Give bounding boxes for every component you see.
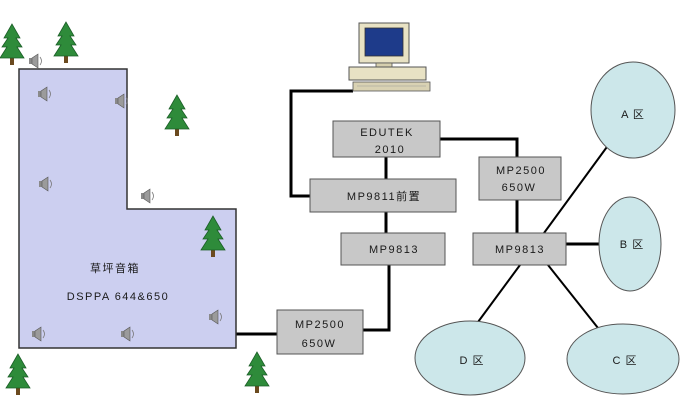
zone-a-label: A 区 [621,109,645,121]
line-to-zone-a [543,139,613,234]
pine-tree-icon [0,23,25,66]
mp2500-bottom-box: MP2500 650W [276,309,364,355]
mp9813-right-label: MP9813 [495,244,545,256]
pine-tree-icon [244,351,270,394]
zone-c-label: C 区 [613,355,638,367]
line-edutek-to-mp2500-right [440,137,519,157]
connection-lines [236,89,604,336]
edutek-label: EDUTEK [360,127,414,139]
edutek-model: 2010 [375,144,405,156]
mp2500-right-power: 650W [502,182,537,194]
mp9813-left-label: MP9813 [369,244,419,256]
line-to-zone-d [477,264,521,323]
zone-b-label: B 区 [620,239,644,251]
lawn-area: 草坪音箱 DSPPA 644&650 [18,68,237,349]
mp2500-right-box: MP2500 650W [478,156,562,201]
lawn-shape [18,68,237,349]
mp2500-bottom-power: 650W [302,338,337,350]
zone-a: A 区 [590,61,676,159]
pine-tree-icon [53,21,79,64]
edutek-box: EDUTEK 2010 [332,120,441,158]
mp9813-left-box: MP9813 [340,232,446,266]
zone-c: C 区 [566,323,680,395]
lawn-title: 草坪音箱 [90,261,140,275]
line-to-zone-c [547,264,599,329]
mp2500-right-label: MP2500 [496,165,546,177]
zone-d-label: D 区 [460,355,485,367]
mp9811-box: MP9811前置 [309,178,457,213]
line-mp9813-to-mp2500 [363,265,391,332]
pine-tree-icon [5,353,31,396]
pine-tree-icon [164,94,190,137]
line-computer-to-mp9811 [289,89,353,198]
zone-b: B 区 [598,196,662,292]
speaker-icon [140,188,154,204]
zone-lines [477,139,613,329]
zone-d: D 区 [414,320,526,396]
mp2500-bottom-label: MP2500 [295,319,345,331]
mp9811-label: MP9811前置 [347,189,421,203]
speaker-icon [28,53,42,69]
lawn-model: DSPPA 644&650 [67,291,169,303]
computer-icon [348,22,431,92]
mp9813-right-box: MP9813 [472,232,567,266]
